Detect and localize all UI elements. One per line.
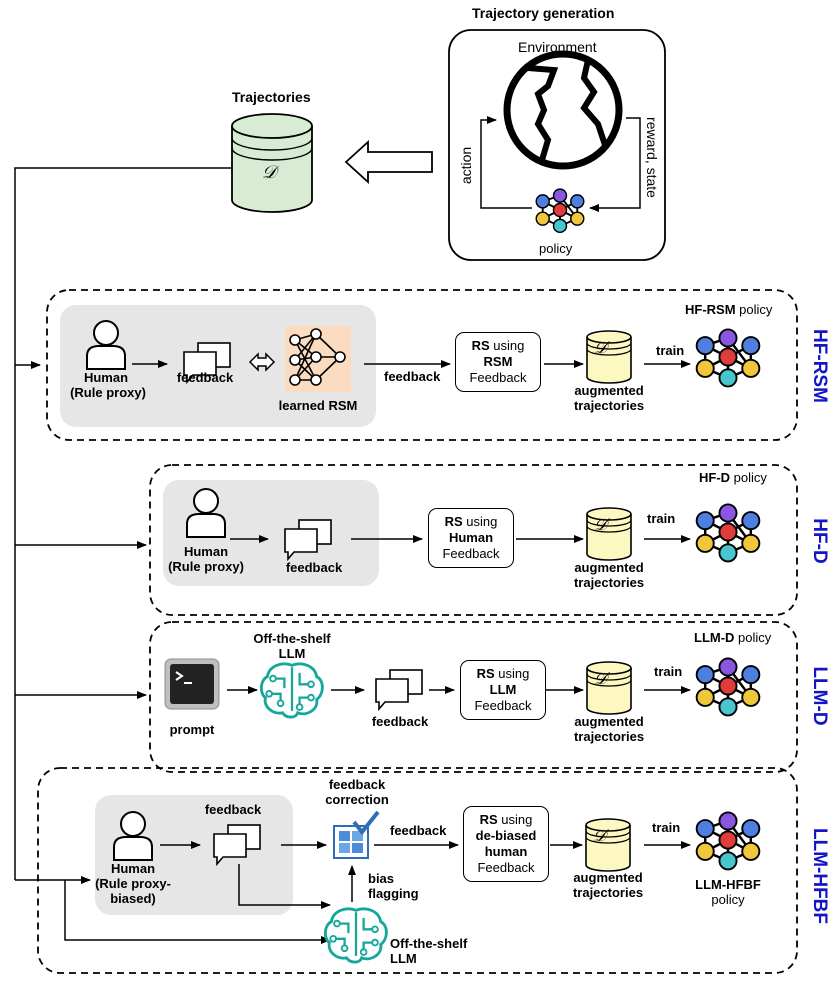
trajectories-label-llmd: trajectories [573, 729, 645, 744]
augmented-label-hfrsm: augmented [574, 383, 644, 398]
policy-label: policy [539, 241, 573, 256]
augmented-label-llmd: augmented [574, 714, 644, 729]
db-prime-label-hfd: 𝒟′ [594, 515, 611, 534]
human-label-hfrsm: Human [83, 370, 129, 385]
bias-label-2: flagging [368, 886, 419, 901]
db-symbol: 𝒟 [262, 162, 277, 183]
trajectories-title: Trajectories [232, 89, 311, 105]
llm-title-2-llmd: LLM [278, 646, 306, 661]
llm-label-1-llmhfbf: Off-the-shelf [390, 936, 468, 951]
row-llmd-box [149, 621, 798, 773]
train-label-hfrsm: train [656, 343, 685, 358]
bus-line [14, 167, 232, 880]
train-label-llmd: train [654, 664, 683, 679]
policy-title-hfrsm: HF-RSM policy [685, 302, 773, 317]
policy-title-1-llmhfbf: LLM-HFBF [695, 877, 761, 892]
hollow-arrow [344, 139, 433, 185]
trajectories-label-hfrsm: trajectories [573, 398, 645, 413]
augmented-label-llmhfbf: augmented [573, 870, 643, 885]
bias-label-1: bias [368, 871, 395, 886]
action-arrow [480, 116, 532, 209]
row-label-hfd: HF-D [809, 518, 830, 564]
row-label-llmd: LLM-D [809, 666, 830, 726]
human-label-hfd: Human [183, 544, 229, 559]
feedback-label-llmd: feedback [371, 714, 429, 729]
rule-proxy-label-hfrsm: (Rule proxy) [70, 385, 146, 400]
human-label-llmhfbf: Human [110, 861, 156, 876]
learned-rsm-label: learned RSM [278, 398, 358, 413]
policy-title-llmd: LLM-D policy [694, 630, 772, 645]
trajectories-label-llmhfbf: trajectories [572, 885, 644, 900]
policy-icon-hfd [695, 503, 761, 563]
generation-title: Trajectory generation [472, 5, 615, 21]
policy-icon-llmhfbf [695, 811, 761, 871]
feedback-arrow-label-llmhfbf: feedback [390, 823, 447, 838]
llm-title-1-llmd: Off-the-shelf [253, 631, 331, 646]
row-label-hfrsm: HF-RSM [809, 329, 830, 403]
action-label: action [458, 146, 475, 185]
trajectories-label-hfd: trajectories [573, 575, 645, 590]
llm-icon-llmd [259, 662, 324, 719]
policy-icon-llmd [695, 657, 761, 717]
llm-icon-llmhfbf [323, 907, 388, 964]
puzzle-check-icon [333, 810, 380, 859]
row-hfd-box [149, 464, 798, 616]
policy-title-hfd: HF-D policy [699, 470, 767, 485]
reward-state-label: reward, state [643, 117, 660, 198]
prompt-label: prompt [169, 722, 215, 737]
augmented-label-hfd: augmented [574, 560, 644, 575]
rsm-network-icon [285, 326, 351, 392]
rule-proxy-label-2-llmhfbf: biased) [110, 891, 156, 906]
feedback-label-llmhfbf: feedback [204, 802, 262, 817]
row-label-llmhfbf: LLM-HFBF [809, 827, 830, 925]
double-arrow-icon [248, 352, 276, 372]
feedback-arrow-label-hfrsm: feedback [384, 369, 441, 384]
correction-label-2: correction [325, 792, 389, 807]
feedback-label-hfrsm: feedback [176, 370, 234, 385]
rs-box-hfd: RS using Human Feedback [428, 508, 514, 568]
rule-proxy-label-hfd: (Rule proxy) [168, 559, 244, 574]
train-label-hfd: train [647, 511, 676, 526]
rs-box-llmd: RS using LLM Feedback [460, 660, 546, 720]
rule-proxy-label-1-llmhfbf: (Rule proxy- [95, 876, 171, 891]
rs-box-hfrsm: RS using RSM Feedback [455, 332, 541, 392]
correction-label-1: feedback [328, 777, 386, 792]
train-label-llmhfbf: train [652, 820, 681, 835]
trajectories-db-icon [231, 113, 313, 213]
llm-label-2-llmhfbf: LLM [390, 951, 417, 966]
row-llmhfbf-box [37, 767, 798, 974]
db-prime-label-hfrsm: 𝒟′ [594, 338, 611, 357]
terminal-icon [164, 658, 220, 710]
db-prime-label-llmhfbf: 𝒟′ [593, 826, 610, 845]
reward-arrow [589, 117, 641, 212]
policy-icon-hfrsm [695, 328, 761, 388]
rs-box-llmhfbf: RS using de-biased human Feedback [463, 806, 549, 882]
environment-label: Environment [518, 39, 597, 55]
db-prime-label-llmd: 𝒟′ [594, 669, 611, 688]
feedback-label-hfd: feedback [285, 560, 343, 575]
policy-title-2-llmhfbf: policy [711, 892, 745, 907]
row-hfrsm-box [46, 289, 798, 441]
feedback-icon-llmd [375, 669, 423, 710]
globe-icon [503, 50, 623, 170]
